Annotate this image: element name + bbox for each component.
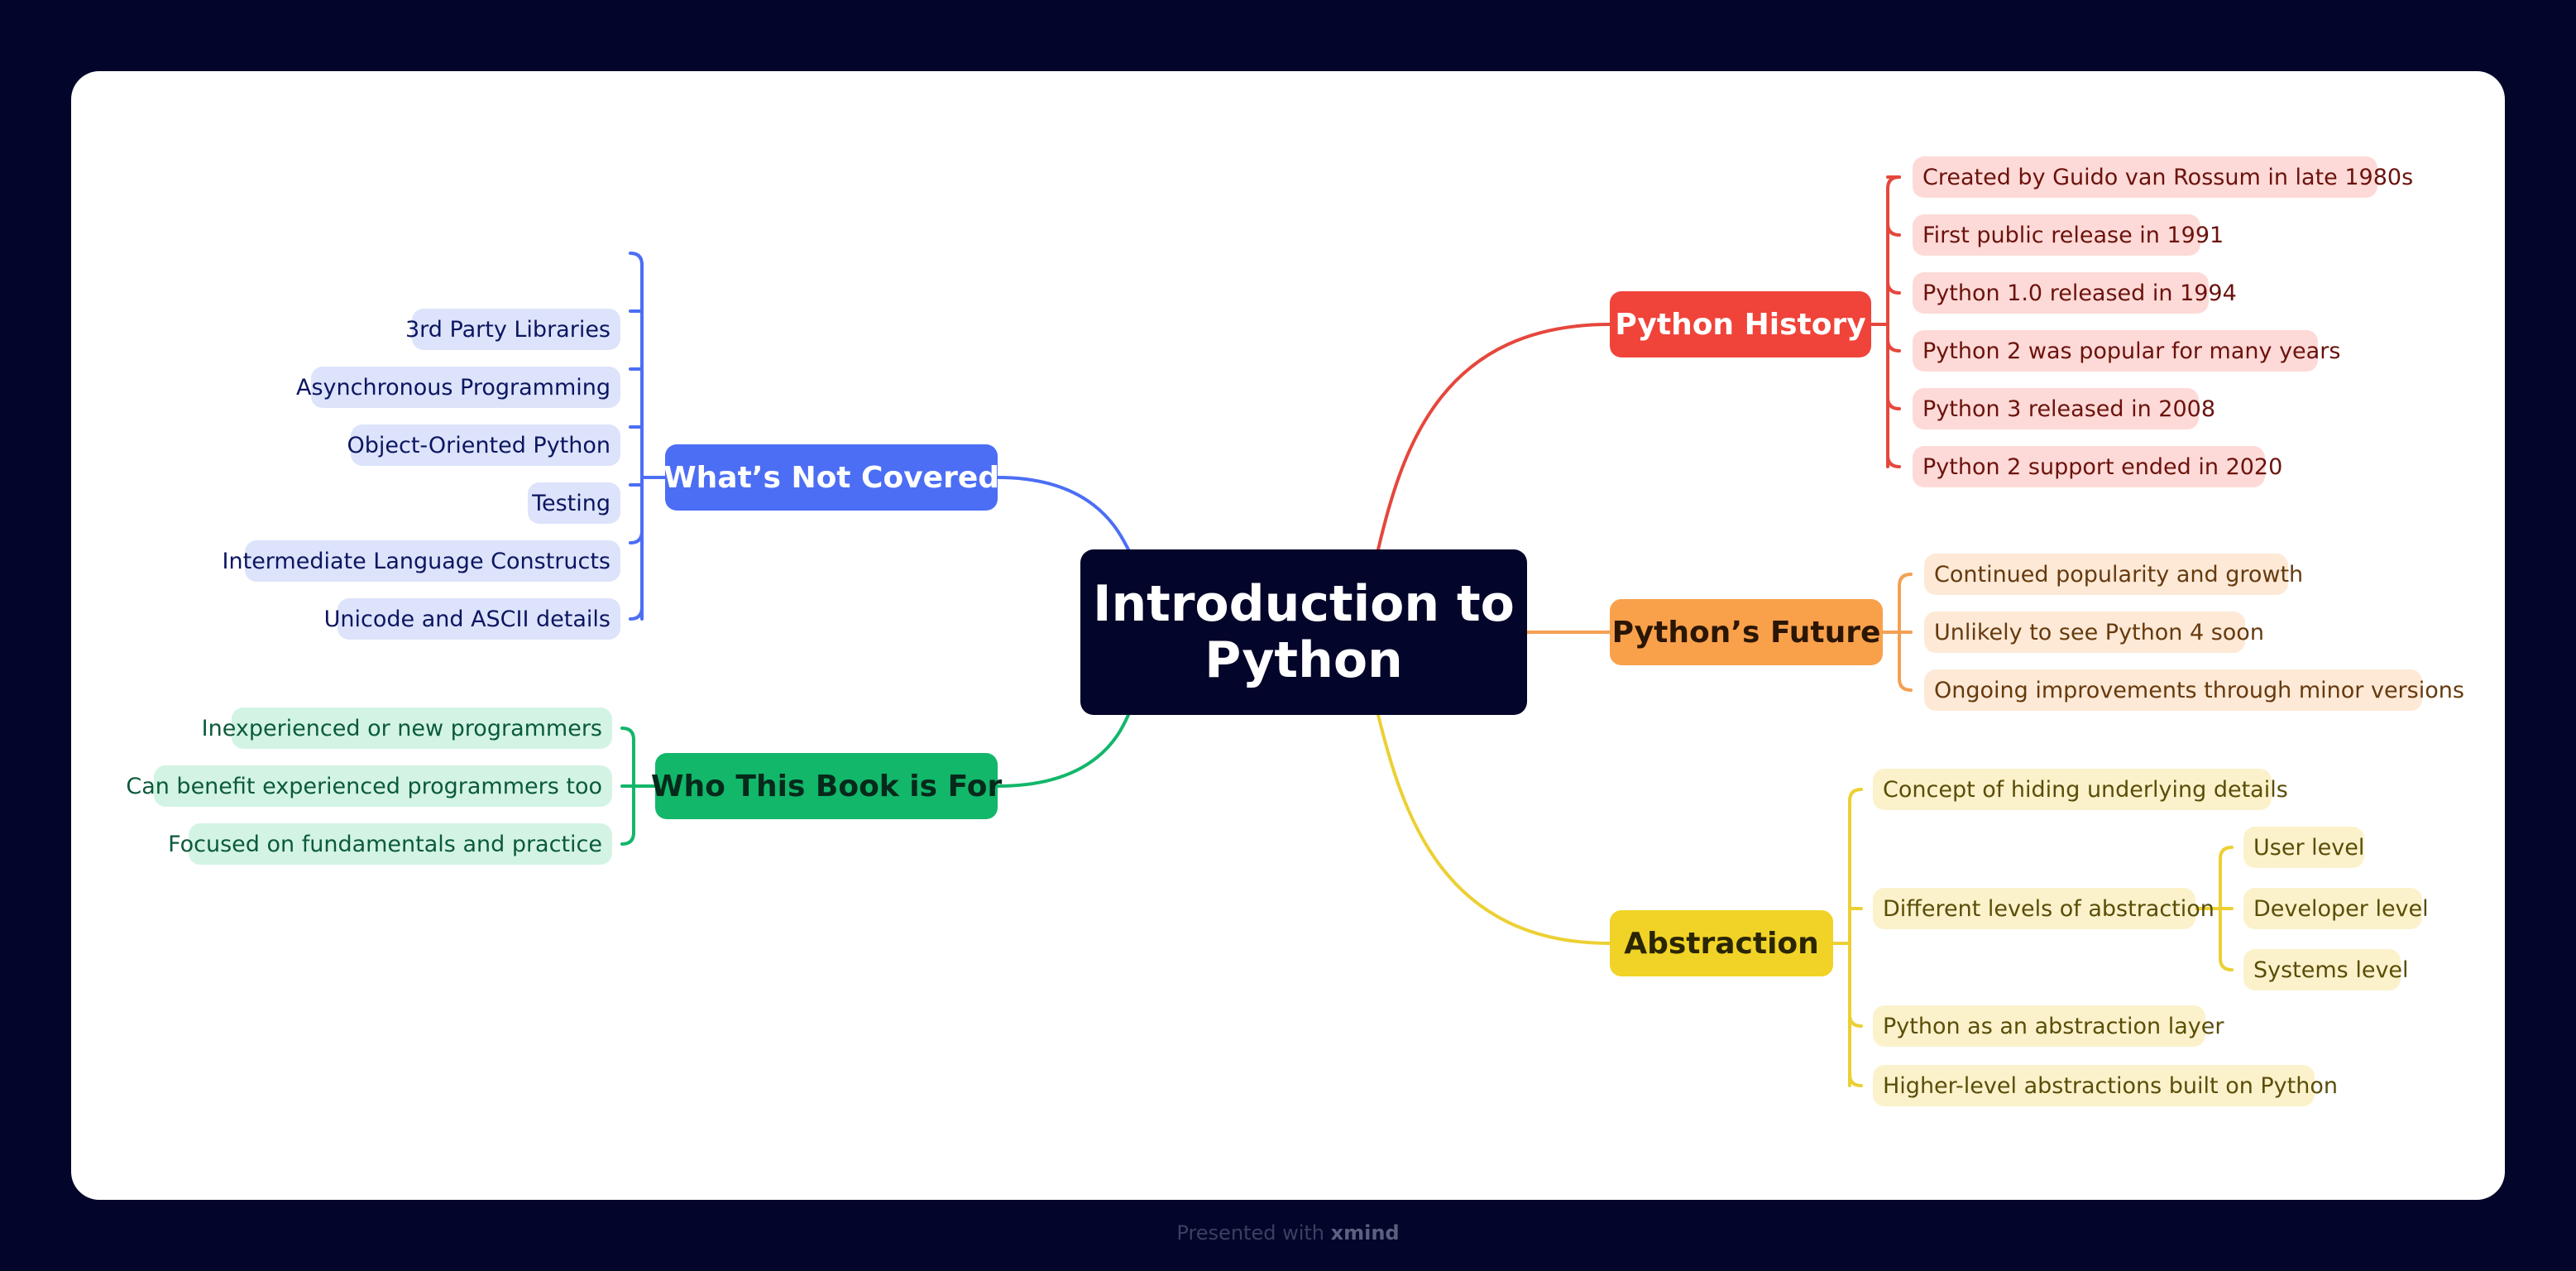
link-abstraction [1377,713,1611,945]
who-for-item[interactable]: Can benefit experienced programmers too [126,765,612,807]
history-bracket [1870,175,1901,468]
link-who-for [996,713,1130,788]
history-item[interactable]: Python 3 released in 2008 [1913,388,2215,429]
mind-map-canvas: Introduction to Python What’s Not Covere… [71,71,2505,1200]
central-topic-line1: Introduction to [1093,575,1515,633]
abstraction-item[interactable]: Different levels of abstraction [1873,888,2214,929]
abstraction-level[interactable]: User level [2243,827,2364,868]
history-item[interactable]: Python 2 was popular for many years [1913,330,2340,372]
branch-future[interactable]: Python’s Future [1610,599,1883,665]
branch-history[interactable]: Python History [1610,291,1871,357]
future-item[interactable]: Unlikely to see Python 4 soon [1924,612,2264,653]
abstraction-level[interactable]: Developer level [2243,888,2429,929]
xmind-brand[interactable]: xmind [1330,1221,1400,1245]
link-history [1377,323,1611,551]
not-covered-item[interactable]: Intermediate Language Constructs [223,540,620,582]
history-item[interactable]: Created by Guido van Rossum in late 1980… [1913,156,2413,198]
who-for-bracket [620,727,657,846]
branch-not-covered[interactable]: What’s Not Covered [663,444,999,511]
central-topic[interactable]: Introduction to Python [1080,549,1527,715]
not-covered-item[interactable]: Asynchronous Programming [296,367,620,408]
not-covered-item[interactable]: Unicode and ASCII details [324,598,620,640]
not-covered-item[interactable]: Object-Oriented Python [347,424,620,466]
not-covered-bracket [629,252,668,621]
abstraction-item[interactable]: Concept of hiding underlying details [1873,769,2288,810]
footer-credit: Presented with xmind [0,1221,2576,1245]
footer-prefix: Presented with [1176,1221,1324,1245]
branch-abstraction[interactable]: Abstraction [1610,910,1833,976]
abstraction-item[interactable]: Python as an abstraction layer [1873,1005,2224,1047]
branch-who-for[interactable]: Who This Book is For [651,753,1002,819]
who-for-item[interactable]: Focused on fundamentals and practice [168,823,612,865]
future-item[interactable]: Ongoing improvements through minor versi… [1924,669,2464,711]
not-covered-item[interactable]: Testing [528,482,620,524]
who-for-item[interactable]: Inexperienced or new programmers [202,707,612,749]
abstraction-level[interactable]: Systems level [2243,949,2409,990]
history-item[interactable]: First public release in 1991 [1913,214,2224,256]
link-not-covered [996,476,1130,551]
history-item[interactable]: Python 2 support ended in 2020 [1913,446,2282,487]
abstraction-bracket [1831,788,2234,1087]
not-covered-item[interactable]: 3rd Party Libraries [405,309,620,350]
connector-lines [620,175,2234,1087]
future-item[interactable]: Continued popularity and growth [1924,554,2303,595]
future-bracket [1881,573,1913,692]
central-topic-line2: Python [1204,631,1403,689]
history-item[interactable]: Python 1.0 released in 1994 [1913,272,2237,314]
abstraction-item[interactable]: Higher-level abstractions built on Pytho… [1873,1065,2338,1106]
